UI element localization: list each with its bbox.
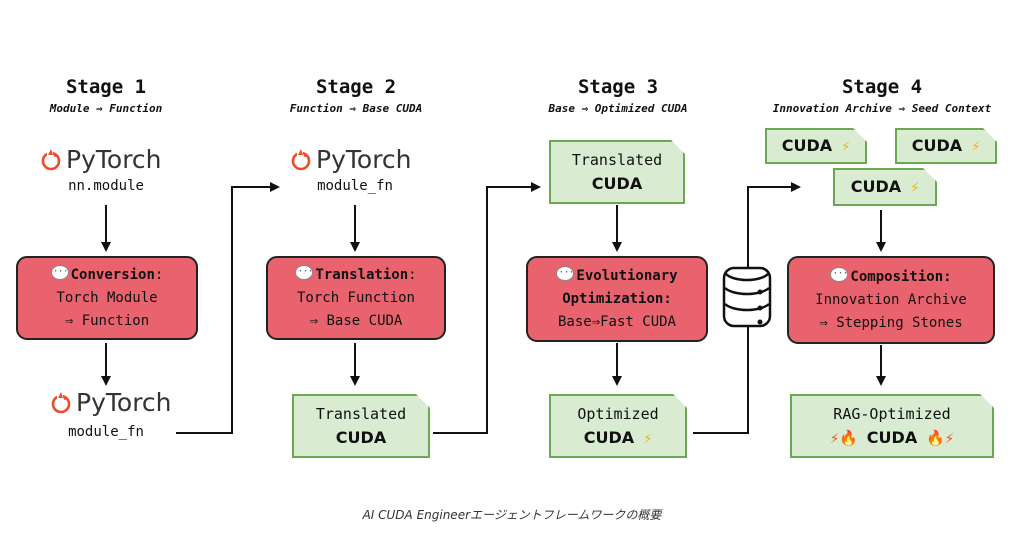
stage-3-subtitle: Base ⇒ Optimized CUDA bbox=[548, 102, 688, 115]
lightning-icon: ⚡ bbox=[971, 137, 981, 155]
s2-translation-box: Translation: Torch Function ⇒ Base CUDA bbox=[266, 256, 446, 340]
s3-output-doc: Optimized CUDA ⚡ bbox=[549, 394, 687, 458]
s2-output-doc: Translated CUDA bbox=[292, 394, 430, 458]
fire-icon: ⚡🔥 bbox=[830, 428, 858, 447]
s1-input-label: nn.module bbox=[68, 178, 144, 194]
s4-output-doc: RAG-Optimized ⚡🔥 CUDA 🔥⚡ bbox=[790, 394, 994, 458]
pytorch-text: PyTorch bbox=[66, 145, 162, 174]
speech-bubble-icon bbox=[50, 260, 69, 283]
pytorch-text: PyTorch bbox=[76, 388, 172, 417]
s3-input-doc: Translated CUDA bbox=[549, 140, 685, 204]
pytorch-text: PyTorch bbox=[316, 145, 412, 174]
arrow-s2-to-s3 bbox=[433, 182, 541, 434]
stage-4-subtitle: Innovation Archive ⇒ Seed Context bbox=[772, 102, 992, 115]
lightning-icon: ⚡ bbox=[910, 178, 920, 196]
stage-3-title: Stage 3 bbox=[577, 76, 659, 98]
s4-cuda-doc-c: CUDA ⚡ bbox=[833, 168, 937, 206]
speech-bubble-icon bbox=[556, 261, 575, 284]
pytorch-flame-icon bbox=[51, 391, 71, 413]
speech-bubble-icon bbox=[830, 262, 849, 285]
s4-cuda-doc-b: CUDA ⚡ bbox=[895, 128, 997, 164]
pytorch-logo-s1-top: PyTorch bbox=[40, 145, 162, 174]
stage-1-subtitle: Module ⇒ Function bbox=[49, 102, 163, 115]
database-icon bbox=[722, 266, 772, 328]
pytorch-logo-s1-bottom: PyTorch bbox=[50, 388, 172, 417]
lightning-icon: ⚡ bbox=[643, 428, 653, 447]
s2-input-label: module_fn bbox=[317, 178, 393, 194]
pytorch-flame-icon bbox=[291, 148, 311, 170]
fire-icon: 🔥⚡ bbox=[926, 428, 954, 447]
s4-cuda-doc-a: CUDA ⚡ bbox=[765, 128, 867, 164]
stage-2-title: Stage 2 bbox=[315, 76, 397, 98]
s1-conversion-box: Conversion: Torch Module ⇒ Function bbox=[16, 256, 198, 340]
pytorch-logo-s2-top: PyTorch bbox=[290, 145, 412, 174]
stage-4-title: Stage 4 bbox=[841, 76, 923, 98]
figure-caption: AI CUDA Engineerエージェントフレームワークの概要 bbox=[362, 508, 662, 522]
s4-composition-box: Composition: Innovation Archive ⇒ Steppi… bbox=[787, 256, 995, 344]
stage-1-title: Stage 1 bbox=[65, 76, 147, 98]
pytorch-flame-icon bbox=[41, 148, 61, 170]
stage-2-subtitle: Function ⇒ Base CUDA bbox=[289, 102, 423, 115]
speech-bubble-icon bbox=[295, 260, 314, 283]
s3-evolution-box: Evolutionary Optimization: Base⇒Fast CUD… bbox=[526, 256, 708, 342]
arrow-s1-to-s2 bbox=[176, 182, 280, 434]
lightning-icon: ⚡ bbox=[841, 137, 851, 155]
s1-output-label: module_fn bbox=[68, 424, 144, 440]
